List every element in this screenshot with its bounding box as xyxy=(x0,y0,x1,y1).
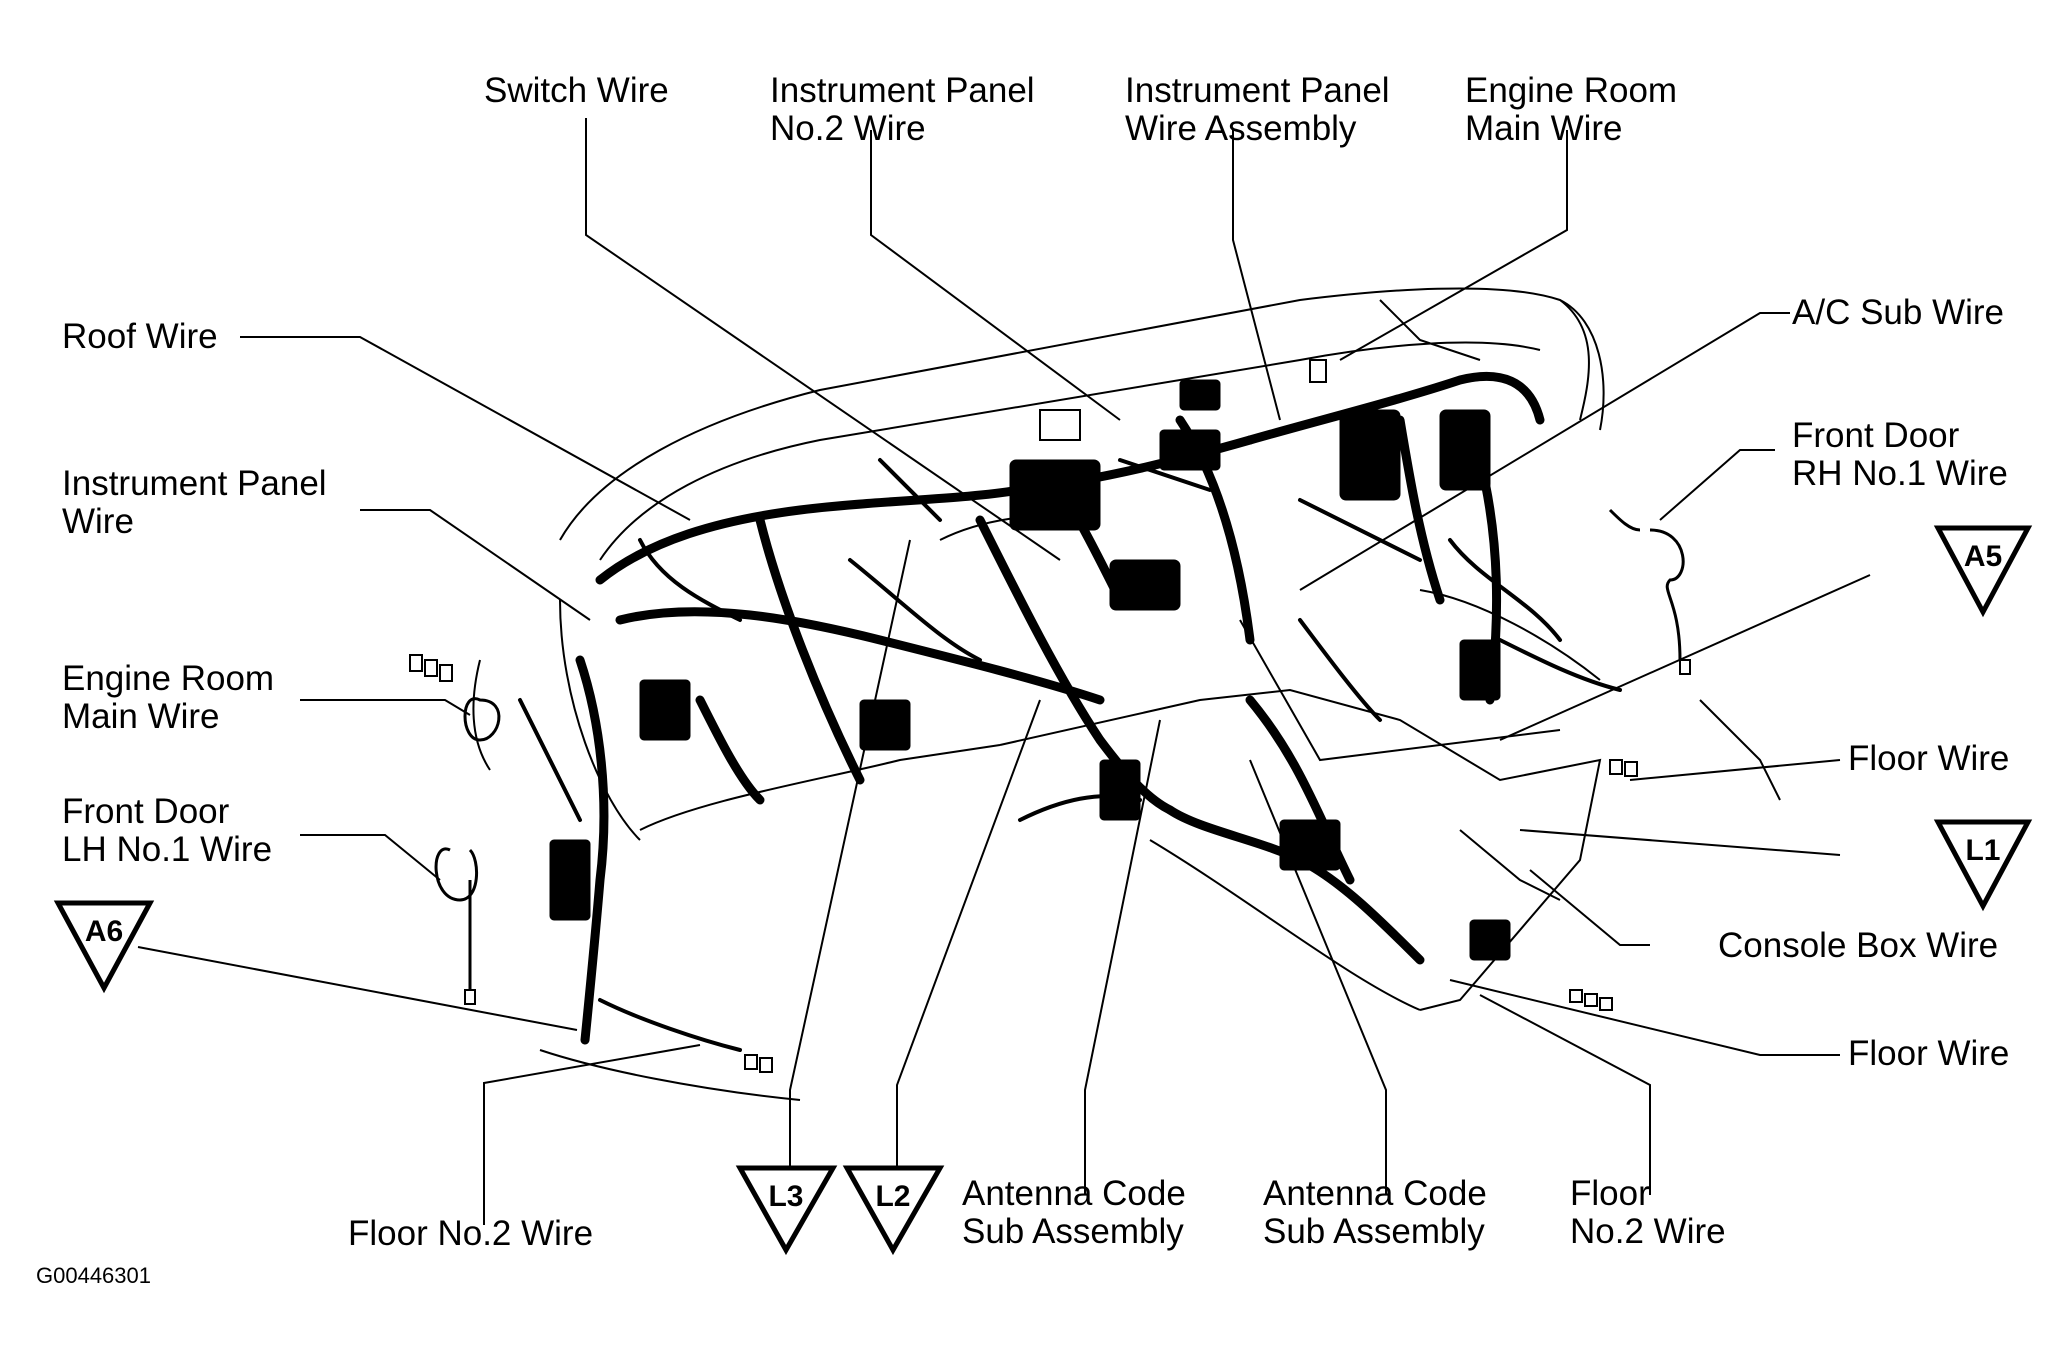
label-floor-no2-wire-left: Floor No.2 Wire xyxy=(348,1215,593,1253)
small-connectors xyxy=(409,359,1691,1073)
marker-a6-label: A6 xyxy=(85,915,123,948)
label-floor-wire-lower: Floor Wire xyxy=(1848,1035,2009,1073)
harness-detail-lines xyxy=(518,458,1622,1052)
label-line: Engine Room xyxy=(62,659,275,698)
leader-lines xyxy=(137,118,1871,1225)
door-harness-loops xyxy=(434,508,1685,990)
label-console-box-wire: Console Box Wire xyxy=(1718,927,1998,965)
label-line: Instrument Panel xyxy=(770,71,1035,110)
label-instrument-panel-no2-wire: Instrument Panel No.2 Wire xyxy=(770,72,1035,148)
label-line: LH No.1 Wire xyxy=(62,830,273,869)
label-line: Sub Assembly xyxy=(962,1212,1184,1251)
label-line: Instrument Panel xyxy=(1125,71,1390,110)
marker-l3-label: L3 xyxy=(768,1180,803,1213)
label-roof-wire: Roof Wire xyxy=(62,318,218,356)
label-line: Roof Wire xyxy=(62,317,218,356)
label-line: Wire Assembly xyxy=(1125,109,1357,148)
marker-l1-label: L1 xyxy=(1965,834,2000,867)
label-line: Antenna Code xyxy=(962,1174,1186,1213)
label-line: Engine Room xyxy=(1465,71,1678,110)
label-line: Main Wire xyxy=(1465,109,1623,148)
marker-a5-label: A5 xyxy=(1964,540,2002,573)
label-floor-wire-upper: Floor Wire xyxy=(1848,740,2009,778)
label-line: No.2 Wire xyxy=(1570,1212,1726,1251)
label-line: RH No.1 Wire xyxy=(1792,454,2008,493)
label-line: Console Box Wire xyxy=(1718,926,1999,965)
marker-l2-label: L2 xyxy=(875,1180,910,1213)
label-line: Floor xyxy=(1570,1174,1650,1213)
label-line: Antenna Code xyxy=(1263,1174,1487,1213)
label-instrument-panel-wire-assembly: Instrument Panel Wire Assembly xyxy=(1125,72,1390,148)
label-line: No.2 Wire xyxy=(770,109,926,148)
marker-l3: L3 xyxy=(735,1165,838,1256)
label-engine-room-main-wire-left: Engine Room Main Wire xyxy=(62,660,274,736)
label-line: A/C Sub Wire xyxy=(1792,293,2004,332)
marker-l1: L1 xyxy=(1933,819,2033,912)
label-line: Wire xyxy=(62,502,134,541)
label-front-door-rh-no1-wire: Front Door RH No.1 Wire xyxy=(1792,417,2008,493)
label-line: Front Door xyxy=(62,792,230,831)
label-ac-sub-wire: A/C Sub Wire xyxy=(1792,294,2004,332)
marker-a6: A6 xyxy=(53,900,155,994)
label-line: Main Wire xyxy=(62,697,220,736)
label-switch-wire: Switch Wire xyxy=(484,72,669,110)
connector-blocks xyxy=(549,379,1511,961)
label-line: Floor Wire xyxy=(1848,739,2010,778)
label-line: Instrument Panel xyxy=(62,464,327,503)
label-line: Floor No.2 Wire xyxy=(348,1214,594,1253)
marker-a5: A5 xyxy=(1933,525,2033,618)
label-front-door-lh-no1-wire: Front Door LH No.1 Wire xyxy=(62,793,272,869)
label-line: Front Door xyxy=(1792,416,1960,455)
label-engine-room-main-wire-top: Engine Room Main Wire xyxy=(1465,72,1677,148)
label-line: Sub Assembly xyxy=(1263,1212,1485,1251)
marker-l2: L2 xyxy=(842,1165,945,1256)
label-line: Floor Wire xyxy=(1848,1034,2010,1073)
label-instrument-panel-wire: Instrument Panel Wire xyxy=(62,465,327,541)
label-line: Switch Wire xyxy=(484,71,669,110)
figure-id: G00446301 xyxy=(36,1263,151,1288)
label-floor-no2-wire-right: Floor No.2 Wire xyxy=(1570,1175,1726,1251)
label-antenna-code-sub-assembly-1: Antenna Code Sub Assembly xyxy=(962,1175,1186,1251)
label-antenna-code-sub-assembly-2: Antenna Code Sub Assembly xyxy=(1263,1175,1487,1251)
